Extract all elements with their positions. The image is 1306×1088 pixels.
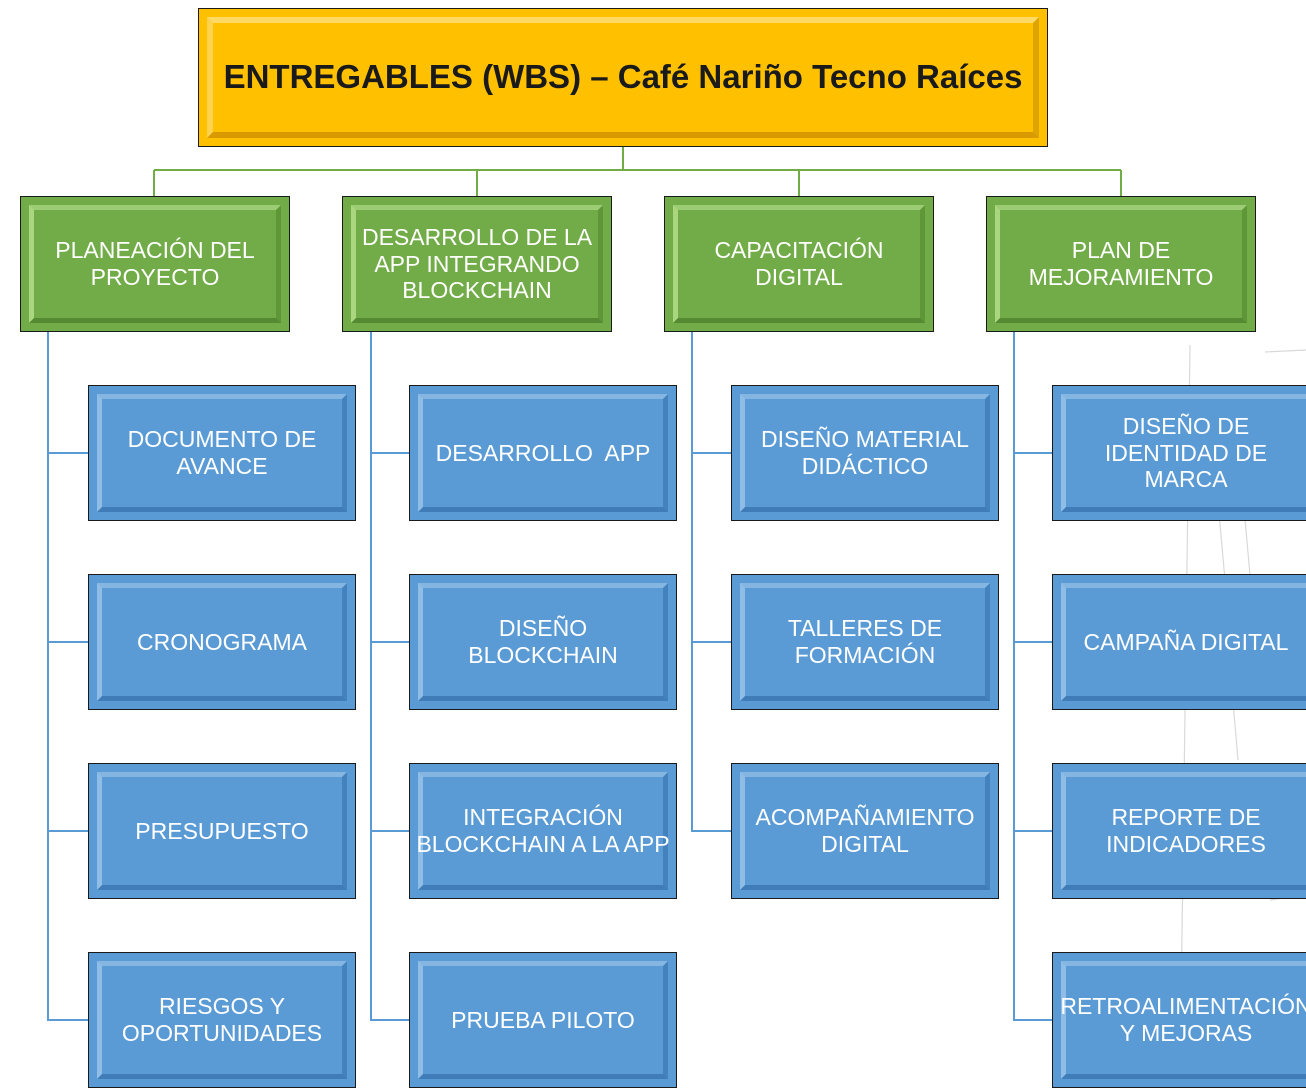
leaf-riesgos-oportunidades: RIESGOS Y OPORTUNIDADES	[88, 952, 356, 1088]
branch-label: CAPACITACIÓN DIGITAL	[714, 237, 884, 290]
leaf-label: PRUEBA PILOTO	[451, 1006, 635, 1033]
branch-desarrollo-app: DESARROLLO DE LA APP INTEGRANDO BLOCKCHA…	[342, 196, 612, 332]
branch-label: PLANEACIÓN DEL PROYECTO	[55, 237, 255, 290]
leaf-acompanamiento-digital: ACOMPAÑAMIENTO DIGITAL	[731, 763, 999, 899]
leaf-label: CAMPAÑA DIGITAL	[1083, 628, 1289, 655]
leaf-label: RETROALIMENTACIÓN Y MEJORAS	[1060, 993, 1306, 1046]
leaf-documento-avance: DOCUMENTO DE AVANCE	[88, 385, 356, 521]
branch-label: PLAN DE MEJORAMIENTO	[1028, 237, 1214, 290]
leaf-label: DOCUMENTO DE AVANCE	[127, 426, 317, 479]
leaf-label: DESARROLLO APP	[435, 439, 651, 466]
branch-2-spine	[370, 332, 409, 1021]
leaf-label: DISEÑO MATERIAL DIDÁCTICO	[761, 426, 969, 479]
branch-plan-mejoramiento: PLAN DE MEJORAMIENTO	[986, 196, 1256, 332]
leaf-label: DISEÑO BLOCKCHAIN	[468, 615, 618, 668]
leaf-integracion-blockchain: INTEGRACIÓN BLOCKCHAIN A LA APP	[409, 763, 677, 899]
branch-3-spine	[691, 332, 731, 832]
leaf-diseno-material: DISEÑO MATERIAL DIDÁCTICO	[731, 385, 999, 521]
leaf-identidad-marca: DISEÑO DE IDENTIDAD DE MARCA	[1052, 385, 1306, 521]
leaf-label: CRONOGRAMA	[137, 628, 307, 655]
leaf-label: DISEÑO DE IDENTIDAD DE MARCA	[1104, 412, 1268, 493]
leaf-diseno-blockchain: DISEÑO BLOCKCHAIN	[409, 574, 677, 710]
leaf-label: INTEGRACIÓN BLOCKCHAIN A LA APP	[416, 804, 670, 857]
leaf-campana-digital: CAMPAÑA DIGITAL	[1052, 574, 1306, 710]
leaf-desarrollo-app: DESARROLLO APP	[409, 385, 677, 521]
leaf-reporte-indicadores: REPORTE DE INDICADORES	[1052, 763, 1306, 899]
branch-capacitacion: CAPACITACIÓN DIGITAL	[664, 196, 934, 332]
leaf-label: RIESGOS Y OPORTUNIDADES	[121, 993, 323, 1046]
branch-planeacion: PLANEACIÓN DEL PROYECTO	[20, 196, 290, 332]
root-node: ENTREGABLES (WBS) – Café Nariño Tecno Ra…	[198, 8, 1048, 147]
root-title: ENTREGABLES (WBS) – Café Nariño Tecno Ra…	[223, 58, 1023, 96]
branch-label: DESARROLLO DE LA APP INTEGRANDO BLOCKCHA…	[361, 223, 593, 304]
branch-1-spine	[47, 332, 88, 1021]
leaf-talleres-formacion: TALLERES DE FORMACIÓN	[731, 574, 999, 710]
leaf-cronograma: CRONOGRAMA	[88, 574, 356, 710]
leaf-label: TALLERES DE FORMACIÓN	[787, 615, 943, 668]
leaf-retroalimentacion: RETROALIMENTACIÓN Y MEJORAS	[1052, 952, 1306, 1088]
branch-4-spine	[1013, 332, 1052, 1021]
leaf-label: ACOMPAÑAMIENTO DIGITAL	[755, 804, 975, 857]
leaf-label: PRESUPUESTO	[135, 817, 309, 844]
leaf-presupuesto: PRESUPUESTO	[88, 763, 356, 899]
leaf-label: REPORTE DE INDICADORES	[1106, 804, 1266, 857]
leaf-prueba-piloto: PRUEBA PILOTO	[409, 952, 677, 1088]
